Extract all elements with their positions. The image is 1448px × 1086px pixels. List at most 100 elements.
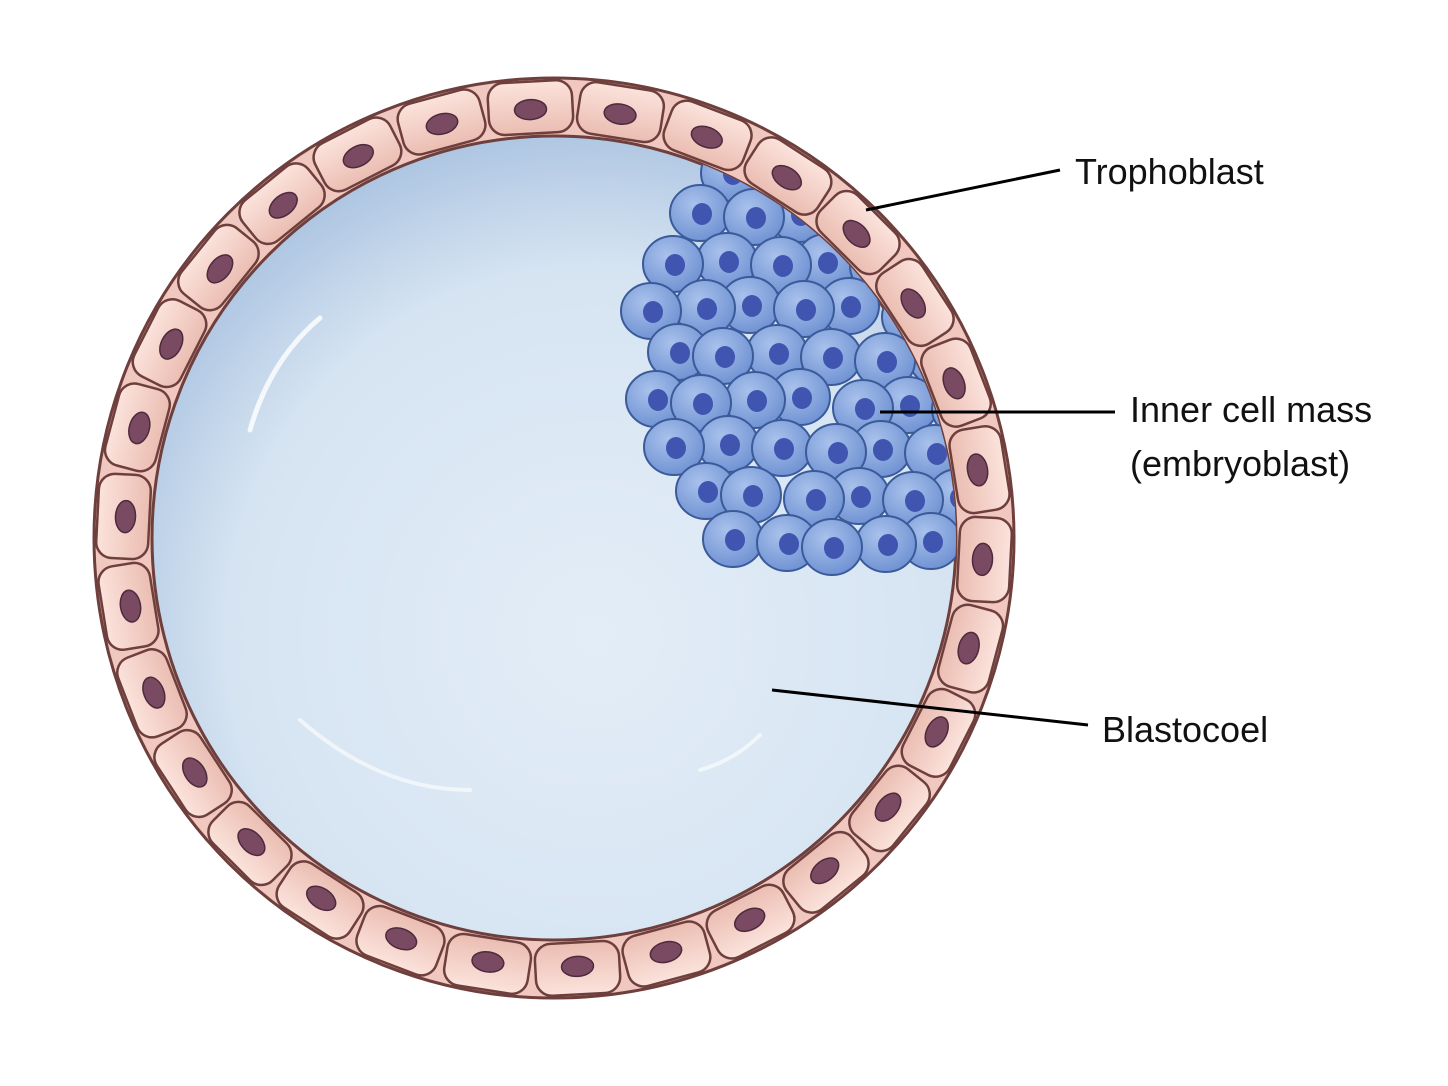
- trophoblast-cell: [153, 728, 233, 819]
- inner-cell-mass-label: Inner cell mass: [1130, 389, 1372, 430]
- trophoblast-cell: [396, 88, 487, 156]
- inner-cell-nucleus: [980, 257, 1000, 279]
- trophoblast-cell: [621, 920, 712, 988]
- inner-cell-body: [1004, 426, 1064, 482]
- inner-cell-nucleus: [665, 254, 685, 276]
- inner-cell-nucleus: [998, 213, 1018, 235]
- trophoblast-nucleus: [966, 453, 989, 487]
- trophoblast-cell: [207, 800, 293, 887]
- inner-cell-nucleus: [719, 251, 739, 273]
- trophoblast-nucleus: [142, 676, 166, 709]
- inner-cell-nucleus: [1025, 261, 1045, 283]
- trophoblast-cell: [131, 298, 208, 389]
- inner-cell-body: [958, 239, 1018, 295]
- inner-cell: [898, 146, 956, 204]
- inner-cell-nucleus: [1030, 349, 1050, 371]
- trophoblast-cell: [948, 424, 1011, 515]
- trophoblast-nucleus: [874, 792, 902, 822]
- inner-cell-nucleus: [666, 437, 686, 459]
- inner-cell: [669, 184, 731, 242]
- trophoblast-nucleus: [842, 219, 871, 248]
- inner-cell-body: [898, 146, 956, 204]
- trophoblast-cell: [662, 99, 753, 172]
- trophoblast-nucleus: [425, 112, 459, 136]
- inner-cell-nucleus: [823, 347, 843, 369]
- inner-cell: [981, 283, 1041, 339]
- inner-cell-nucleus: [742, 295, 762, 317]
- inner-cell: [958, 239, 1018, 295]
- trophoblast-cell: [875, 257, 955, 348]
- inner-cell-nucleus: [1003, 301, 1023, 323]
- trophoblast-cell: [355, 904, 446, 977]
- inner-cell-nucleus: [878, 534, 898, 556]
- inner-cell-body: [930, 190, 956, 248]
- inner-cell-nucleus: [747, 390, 767, 412]
- trophoblast-cell: [115, 648, 188, 739]
- inner-cell: [642, 235, 704, 293]
- trophoblast-nucleus: [560, 955, 595, 978]
- trophoblast-nucleus: [971, 542, 994, 577]
- embryoblast-label: (embryoblast): [1130, 443, 1350, 484]
- trophoblast-nucleus: [810, 857, 840, 885]
- trophoblast-nucleus: [924, 716, 949, 748]
- trophoblast-cell: [176, 223, 260, 312]
- inner-cell: [720, 466, 782, 524]
- inner-cell: [696, 232, 758, 290]
- inner-cell: [773, 280, 835, 338]
- inner-cell-nucleus: [1026, 444, 1046, 466]
- inner-cell: [643, 418, 705, 476]
- inner-cell-nucleus: [743, 485, 763, 507]
- trophoblast-leader-line: [865, 168, 1061, 212]
- trophoblast-nucleus: [603, 103, 637, 126]
- trophoblast-nucleus: [471, 950, 505, 973]
- inner-cell: [930, 190, 956, 248]
- trophoblast-nucleus: [957, 631, 980, 665]
- inner-cell-nucleus: [715, 346, 735, 368]
- inner-cell-nucleus: [746, 207, 766, 229]
- trophoblast-nucleus: [942, 367, 966, 400]
- inner-cell-nucleus: [692, 203, 712, 225]
- inner-cell: [620, 282, 682, 340]
- inner-cell: [1003, 243, 1063, 299]
- inner-cell-nucleus: [698, 481, 718, 503]
- inner-cell: [675, 462, 737, 520]
- trophoblast-cell: [705, 883, 796, 960]
- trophoblast-cell: [94, 472, 153, 561]
- blastocoel-leader-line: [771, 688, 1089, 727]
- trophoblast-nucleus: [119, 589, 142, 623]
- inner-cell-nucleus: [905, 490, 925, 512]
- trophoblast-cell: [920, 337, 993, 428]
- inner-cell-nucleus: [697, 298, 717, 320]
- inner-cell: [702, 510, 764, 568]
- cavity-highlight-upper: [247, 315, 323, 433]
- trophoblast-cell: [815, 189, 901, 276]
- trophoblast-label: Trophoblast: [1075, 151, 1264, 192]
- inner-cell-nucleus: [828, 442, 848, 464]
- inner-cell: [801, 518, 863, 576]
- trophoblast-nucleus: [733, 907, 766, 933]
- inner-cell-nucleus: [773, 255, 793, 277]
- trophoblast-nucleus: [181, 757, 208, 788]
- inner-cell: [1008, 331, 1068, 387]
- trophoblast-cell: [782, 830, 870, 914]
- inner-cell-nucleus: [927, 443, 947, 465]
- inner-cell: [855, 515, 917, 573]
- inner-cell-nucleus: [851, 486, 871, 508]
- trophoblast-nucleus: [690, 125, 723, 149]
- inner-cell-nucleus: [725, 529, 745, 551]
- inner-cell-nucleus: [873, 439, 893, 461]
- trophoblast-nucleus: [342, 143, 375, 169]
- inner-cell: [723, 188, 785, 246]
- inner-cell-nucleus: [867, 161, 887, 183]
- inner-cell-body: [1003, 243, 1063, 299]
- inner-cell-body: [1008, 331, 1068, 387]
- inner-cell: [1004, 426, 1064, 482]
- inner-cell-nucleus: [890, 205, 910, 227]
- trophoblast-cells: [94, 78, 1014, 998]
- trophoblast-cell: [238, 162, 326, 246]
- trophoblast-nucleus: [513, 98, 548, 121]
- inner-cell-nucleus: [953, 209, 956, 231]
- inner-cell-nucleus: [774, 438, 794, 460]
- trophoblast-cell: [275, 860, 365, 940]
